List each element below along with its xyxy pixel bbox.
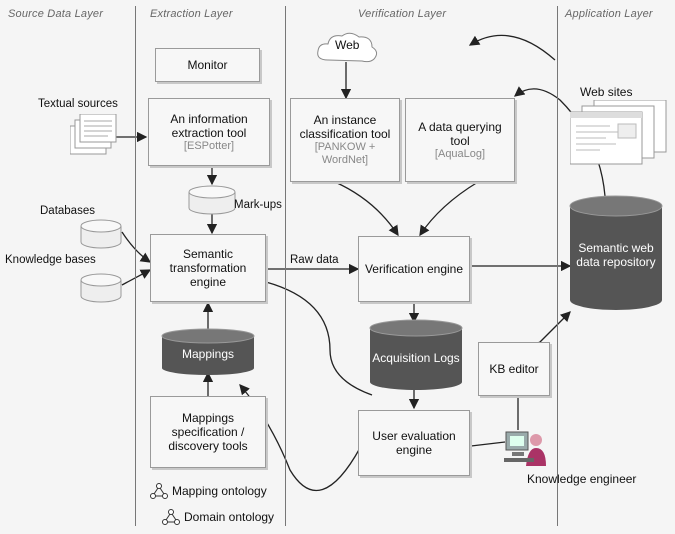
ontology-graph-icon (150, 483, 168, 499)
repository-cylinder (569, 195, 663, 310)
user-eval-label: User evaluation engine (372, 429, 456, 457)
query-tool-box: A data querying tool [AquaLog] (405, 98, 515, 182)
domain-ontology-item: Domain ontology (162, 509, 274, 525)
verification-engine-box: Verification engine (358, 236, 470, 302)
kb-editor-box: KB editor (478, 342, 550, 396)
monitor-box: Monitor (155, 48, 260, 82)
arrow-engineer-to-usereval (470, 441, 506, 447)
layer-title-verification: Verification Layer (358, 8, 447, 20)
layer-title-extraction: Extraction Layer (150, 8, 233, 20)
instance-tool-sub: [PANKOW + WordNet] (314, 141, 376, 166)
markups-store-icon (188, 185, 236, 215)
web-cloud-label: Web (335, 38, 360, 52)
acquisition-logs-label: Acquisition Logs (372, 351, 460, 365)
query-tool-sub: [AquaLog] (434, 147, 486, 160)
semantic-engine-box: Semantic transformation engine (150, 234, 266, 302)
kb-editor-label: KB editor (489, 362, 539, 376)
acquisition-logs-cylinder (369, 319, 463, 390)
user-eval-box: User evaluation engine (358, 410, 470, 476)
ontology-graph-icon (162, 509, 180, 525)
arrow-instance-to-verif (334, 181, 399, 237)
database-icon (80, 219, 122, 249)
instance-tool-box: An instance classification tool [PANKOW … (290, 98, 400, 182)
knowledge-base-icon (80, 273, 122, 303)
mappings-cylinder (161, 328, 255, 375)
markups-label: Mark-ups (234, 199, 282, 211)
mapping-tools-label: Mappings specification / discovery tools (168, 411, 248, 453)
mapping-tools-box: Mappings specification / discovery tools (150, 396, 266, 468)
textual-sources-label: Textual sources (38, 98, 118, 110)
divider-1 (135, 6, 136, 526)
web-sites-label: Web sites (580, 85, 633, 99)
ie-tool-box: An information extraction tool [ESPotter… (148, 98, 270, 166)
knowledge-engineer-label: Knowledge engineer (527, 472, 637, 486)
query-tool-title: A data querying tool (418, 119, 502, 148)
mapping-ontology-label: Mapping ontology (172, 484, 267, 498)
raw-data-label: Raw data (290, 254, 339, 266)
verification-engine-label: Verification engine (364, 262, 464, 276)
arrow-kb-to-engine (121, 269, 152, 286)
knowledge-bases-label: Knowledge bases (5, 254, 96, 266)
instance-tool-title: An instance classification tool (299, 113, 391, 141)
semantic-engine-label: Semantic transformation engine (169, 247, 247, 289)
monitor-label: Monitor (187, 58, 228, 72)
databases-label: Databases (40, 205, 95, 217)
divider-3 (557, 6, 558, 526)
ie-tool-title: An information extraction tool (170, 111, 248, 140)
repository-label: Semantic web data repository (576, 241, 656, 269)
layer-title-application: Application Layer (565, 8, 653, 20)
divider-2 (285, 6, 286, 526)
mappings-label: Mappings (181, 347, 235, 361)
mapping-ontology-item: Mapping ontology (150, 483, 267, 499)
domain-ontology-label: Domain ontology (184, 510, 275, 524)
web-cloud-icon (317, 32, 378, 63)
web-sites-icon (570, 100, 667, 165)
layer-title-source: Source Data Layer (8, 8, 104, 20)
ie-tool-sub: [ESPotter] (183, 139, 235, 152)
arrow-kbeditor-repo (529, 311, 571, 353)
knowledge-engineer-icon (504, 431, 546, 466)
arrow-engine-to-logs (265, 281, 373, 396)
arrow-repo-to-query (513, 86, 606, 197)
arrow-app-loop (468, 34, 556, 61)
arrow-db-to-engine (121, 231, 152, 263)
arrow-query-to-verif (419, 181, 479, 237)
textual-documents-icon (70, 114, 117, 155)
